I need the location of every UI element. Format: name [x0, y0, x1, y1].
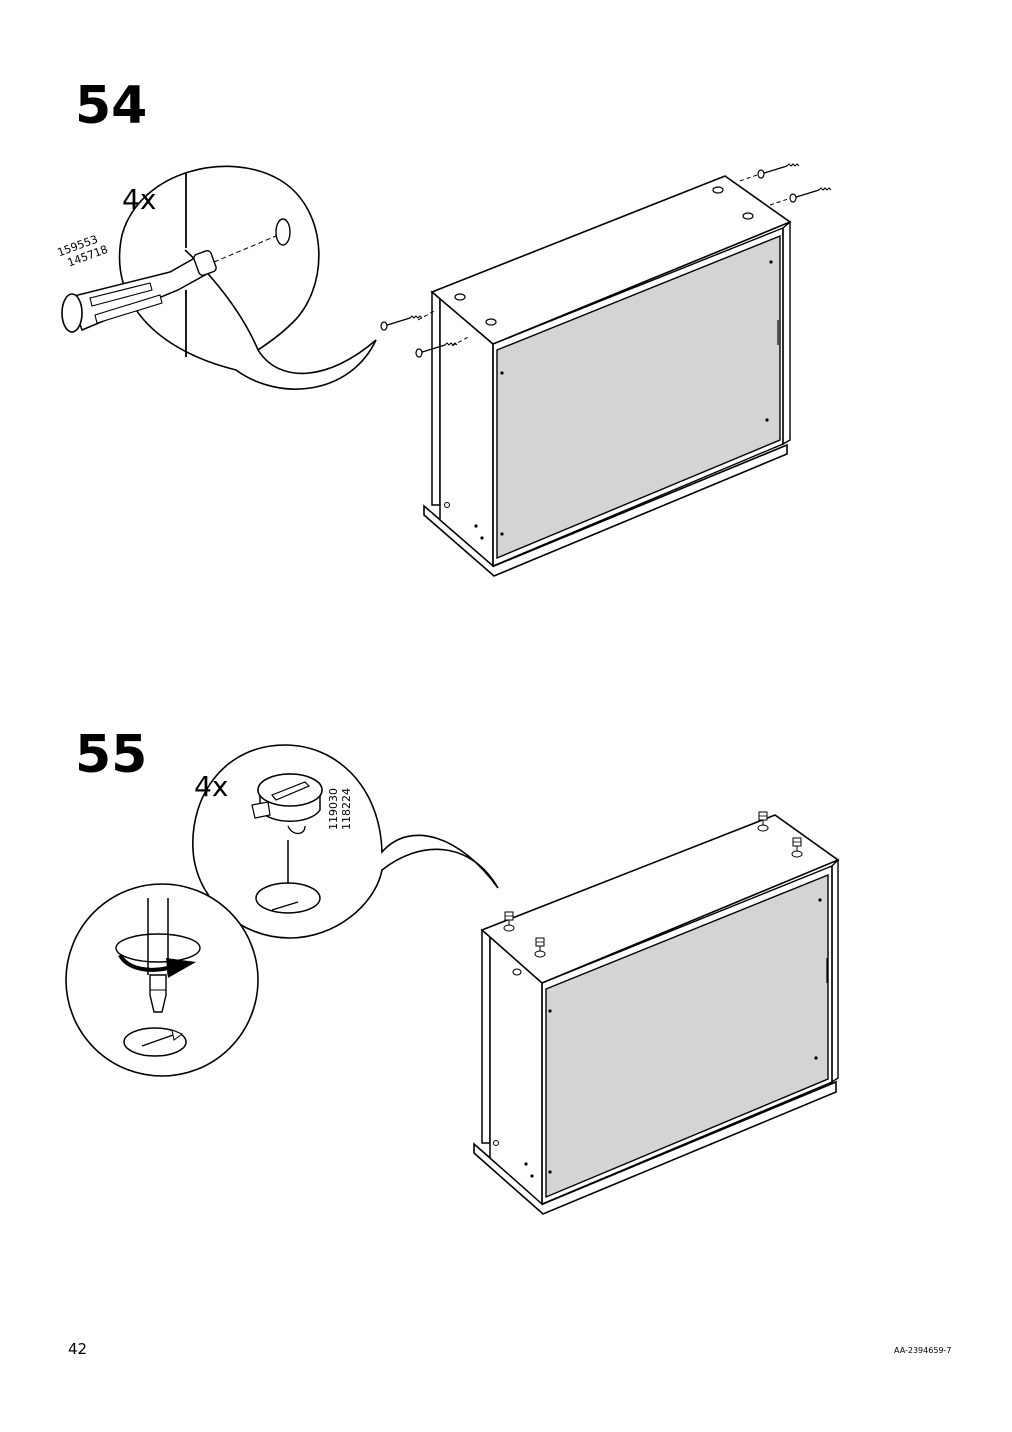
step-55-part-codes: 119030 118224 [327, 788, 353, 830]
step-55-part-code: 119030 [327, 788, 340, 830]
step-55-number: 55 [75, 725, 148, 785]
step-54-cabinet [380, 163, 832, 577]
step-54-number: 54 [75, 76, 148, 136]
step-55-cabinet [473, 811, 840, 1215]
step-54-detail-callout [61, 165, 377, 390]
screwdriver-icon [61, 250, 217, 333]
cam-lock-icon [251, 773, 323, 835]
step-55-detail-callout [192, 744, 499, 939]
page-number: 42 [68, 1340, 88, 1358]
step-55-part-code: 118224 [339, 788, 353, 830]
step-55-turn-callout [65, 883, 259, 1077]
step-54-quantity: 4x [122, 183, 157, 216]
step-55-quantity: 4x [194, 770, 229, 803]
document-code: AA-2394659-7 [894, 1346, 952, 1355]
rotate-arrow-icon [166, 958, 196, 978]
